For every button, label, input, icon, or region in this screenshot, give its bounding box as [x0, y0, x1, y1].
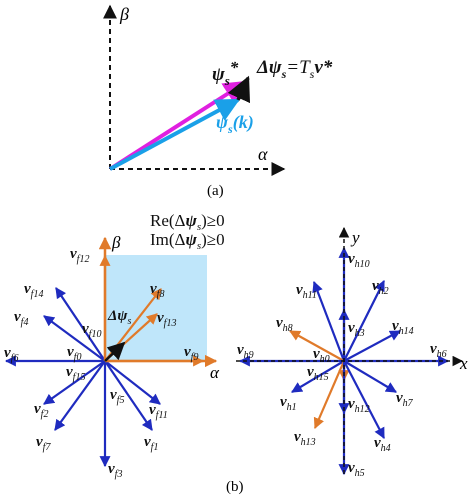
vector-h8 — [289, 330, 345, 362]
vector-label-h15: vh15 — [307, 364, 329, 383]
right-label-group: vh10 vh11 vh2 vh8 vh3 vh14 vh9 vh0 vh6 vh15 vh1 vh1… — [237, 251, 447, 479]
panel-b-left: Re(Δψs)≥0 Im(Δψs)≥0 α β Δψs vf12vf8vf13v… — [4, 211, 225, 480]
vector-label-h6: vh6 — [430, 341, 447, 360]
vector-h11 — [312, 280, 346, 362]
condition-re: Re(Δψs)≥0 — [150, 211, 225, 233]
left-alpha-label: α — [210, 363, 220, 382]
vector-label-h5: vh5 — [348, 460, 365, 479]
vector-f11 — [104, 360, 161, 405]
left-delta-psi-label: Δψs — [107, 308, 131, 327]
psi-star-vector — [108, 80, 249, 171]
vector-label-f13: vf13 — [157, 310, 176, 329]
left-beta-label: β — [111, 233, 121, 252]
vector-label-f1: vf1 — [144, 434, 158, 453]
vector-label-h14: vh14 — [392, 318, 414, 337]
left-delta-psi-vector — [104, 341, 126, 362]
vector-label-h9: vh9 — [237, 342, 254, 361]
vector-label-f0: vf0 — [67, 344, 81, 363]
vector-f14 — [55, 287, 106, 362]
vector-label-f5: vf5 — [110, 387, 124, 406]
vector-label-f3: vf3 — [108, 461, 122, 480]
vector-label-h13: vh13 — [294, 429, 316, 448]
vector-label-h4: vh4 — [374, 435, 391, 454]
vector-label-f9: vf9 — [184, 344, 198, 363]
psi-k-label: ψs(k) — [216, 112, 254, 136]
vector-label-h12: vh12 — [348, 396, 370, 415]
vector-label-f11: vf11 — [149, 402, 168, 421]
vector-f7 — [54, 360, 106, 431]
vector-h7 — [343, 360, 397, 393]
vector-h13 — [313, 360, 346, 430]
vector-label-f14: vf14 — [24, 281, 43, 300]
vector-label-h0: vh0 — [313, 346, 330, 365]
right-x-label: x — [459, 354, 468, 373]
vector-label-f4: vf4 — [14, 309, 28, 328]
delta-psi-equation: Δψs=Tsv* — [256, 57, 333, 81]
vector-label-f6: vf6 — [4, 345, 18, 364]
panel-a-alpha-label: α — [258, 144, 268, 164]
vector-label-f2: vf2 — [34, 401, 48, 420]
vector-label-h1: vh1 — [280, 394, 297, 413]
vector-label-h8: vh8 — [276, 315, 293, 334]
vector-label-f12: vf12 — [70, 246, 89, 265]
psi-star-label: ψs* — [212, 58, 239, 88]
vector-f2 — [43, 360, 106, 405]
condition-im: Im(Δψs)≥0 — [150, 230, 225, 252]
panel-a-beta-label: β — [119, 4, 129, 24]
right-y-label: y — [350, 228, 360, 247]
vector-label-h2: vh2 — [372, 278, 389, 297]
psi-k-vector — [109, 98, 241, 171]
vector-h4 — [343, 360, 385, 439]
panel-b-caption: (b) — [226, 479, 244, 495]
vector-label-h11: vh11 — [296, 282, 317, 301]
vector-h14 — [343, 330, 401, 362]
vector-h2 — [343, 280, 385, 362]
vector-f4 — [43, 315, 106, 362]
vector-label-f10: vf10 — [82, 321, 101, 340]
delta-psi-vector — [227, 75, 251, 104]
vector-h1 — [291, 360, 345, 393]
vector-label-f7: vf7 — [36, 434, 51, 453]
panel-a-caption: (a) — [207, 183, 224, 199]
vector-label-h7: vh7 — [396, 390, 414, 409]
vector-label-f8: vf8 — [150, 281, 164, 300]
vector-label-f15: vf15 — [66, 364, 85, 383]
vector-f1 — [104, 360, 153, 431]
vector-label-h10: vh10 — [348, 251, 370, 270]
panel-a: α β ψs* Δψs=Tsv* ψs(k) (a) — [103, 4, 333, 199]
vector-label-h3: vh3 — [348, 320, 365, 339]
